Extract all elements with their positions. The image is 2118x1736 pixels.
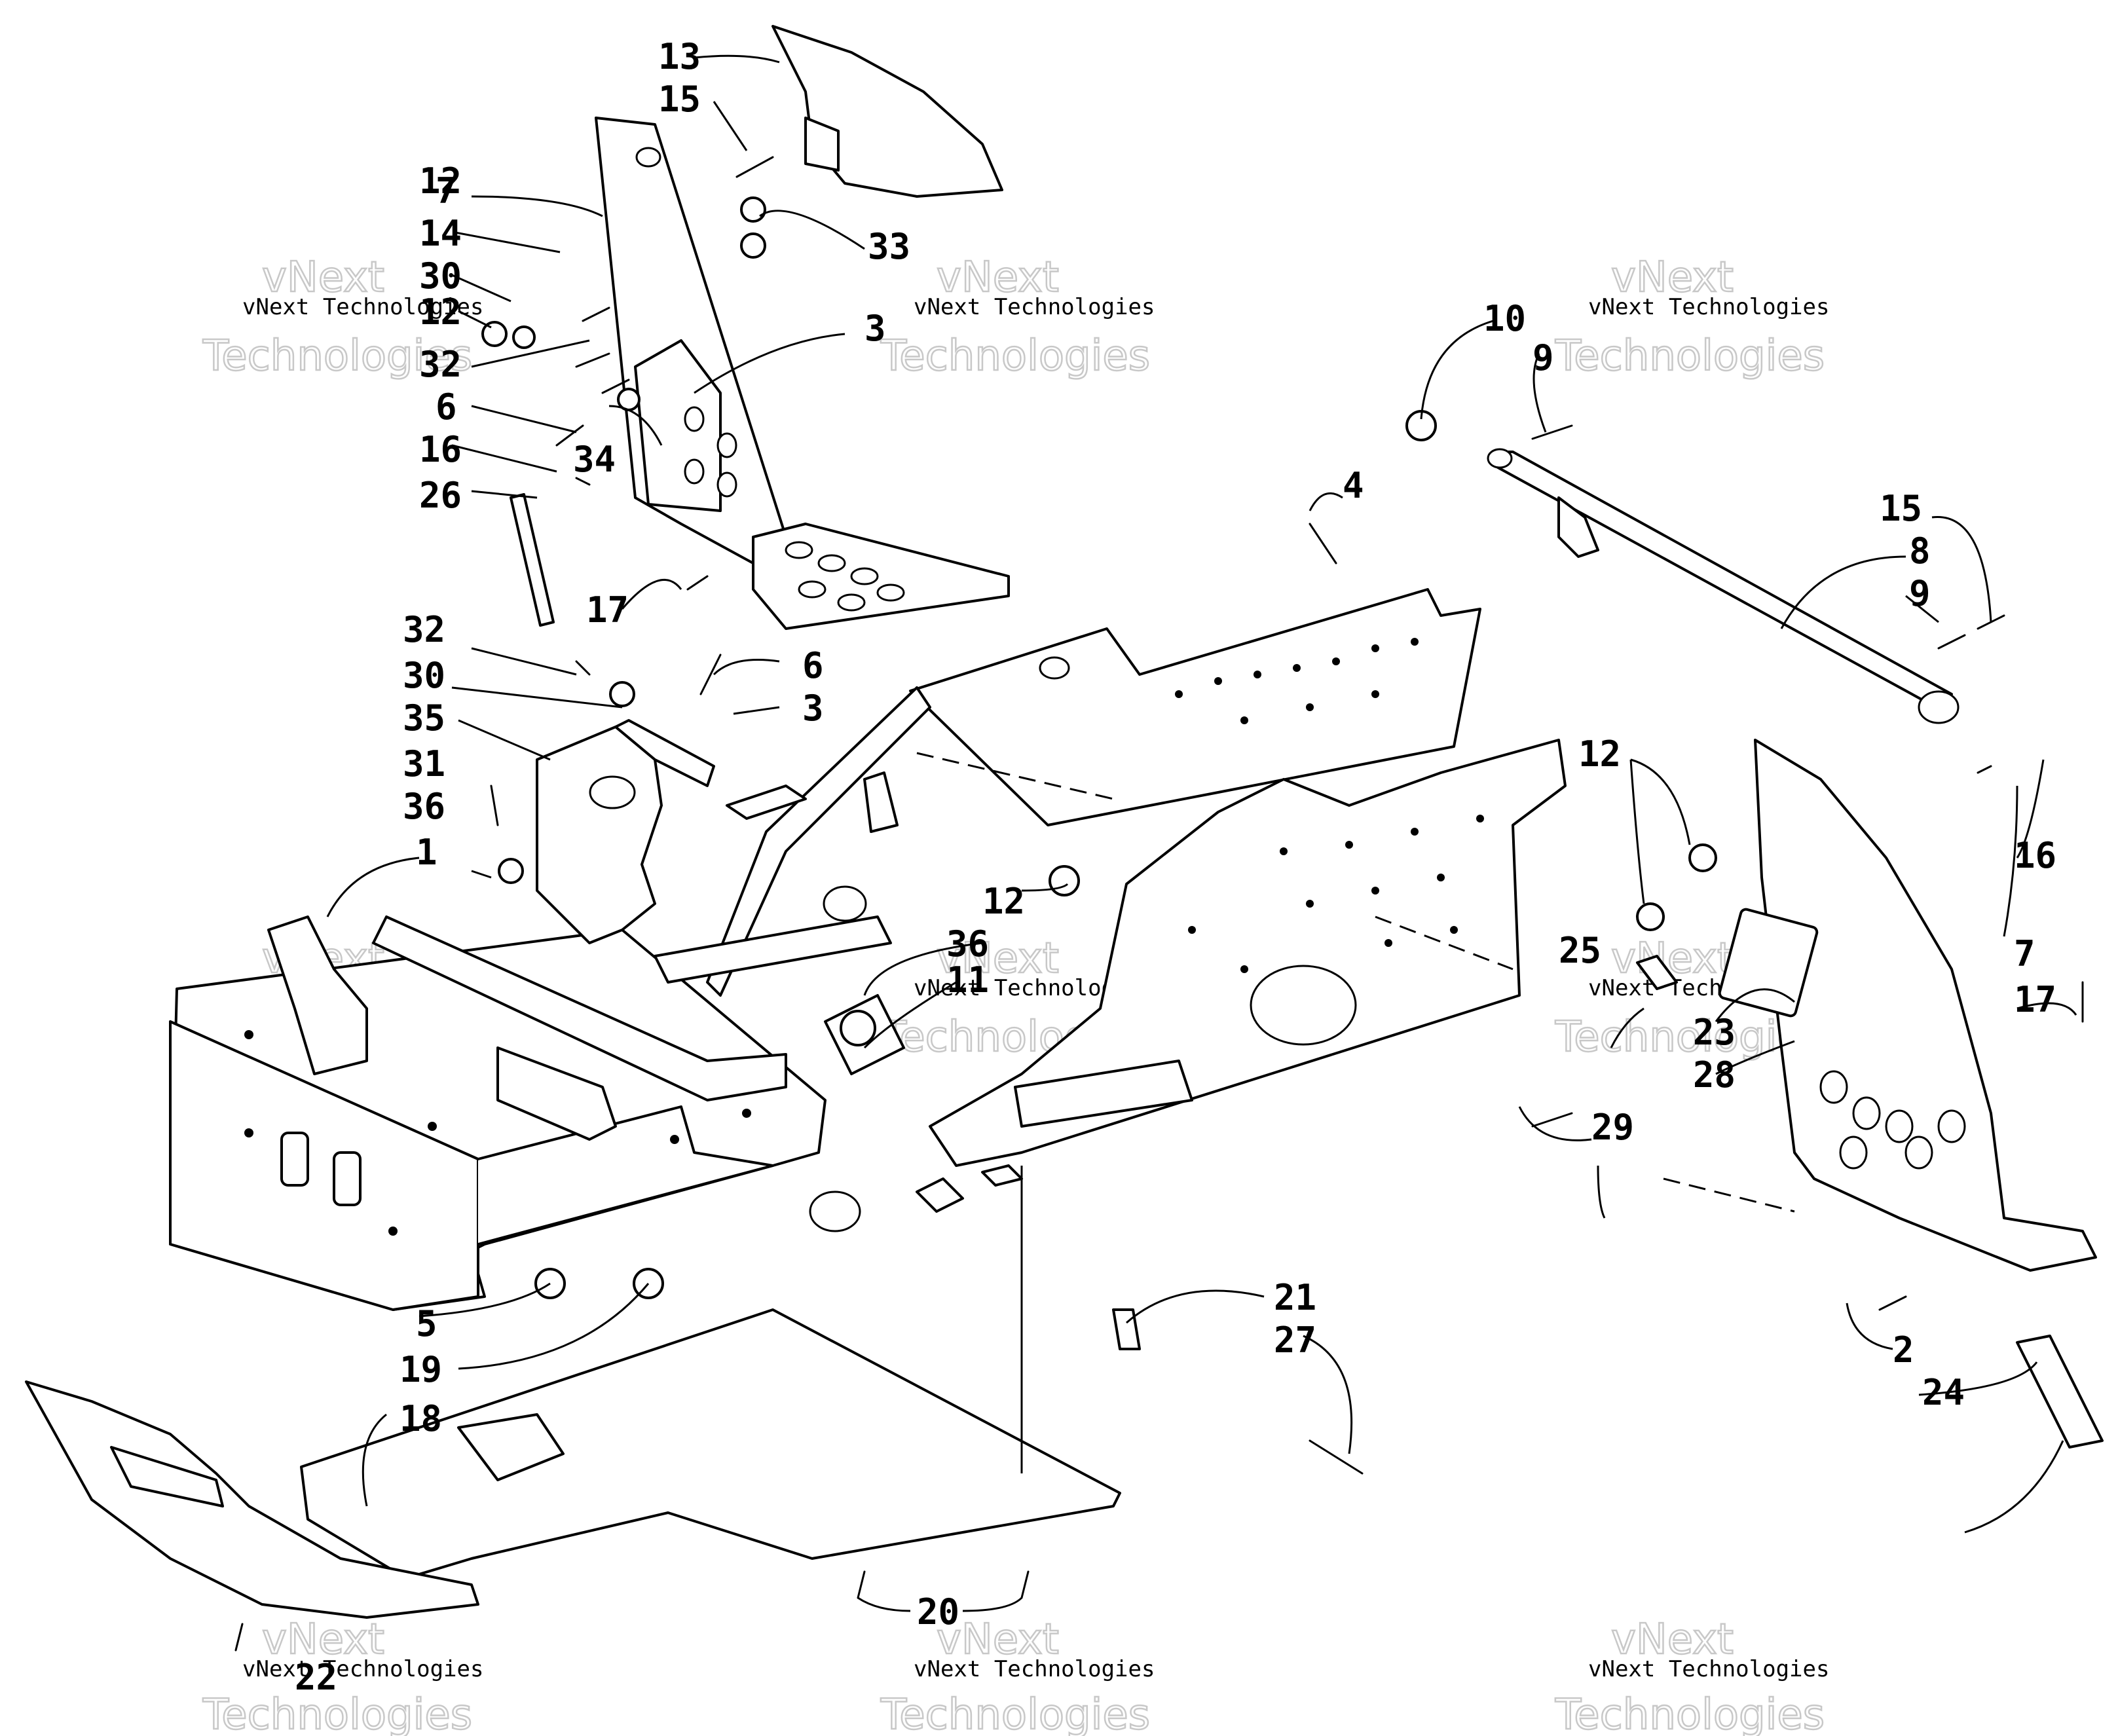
callout-35: 35 xyxy=(403,697,445,739)
callout-30-lower: 30 xyxy=(403,655,445,696)
callout-14: 14 xyxy=(419,213,462,254)
watermark: vNext vNext Technologies Technologies xyxy=(1554,253,1830,382)
watermark-line-1: vNext xyxy=(937,253,1059,302)
callout-18: 18 xyxy=(399,1398,442,1439)
callout-3-lower: 3 xyxy=(802,688,824,729)
watermark-line-3: Technologies xyxy=(202,332,472,380)
watermark-line-3: Technologies xyxy=(880,332,1150,380)
fasteners xyxy=(234,156,2084,1652)
callout-29: 29 xyxy=(1591,1107,1634,1148)
callout-21: 21 xyxy=(1274,1277,1316,1318)
belly-pan xyxy=(300,1308,1121,1579)
callout-36-center: 36 xyxy=(946,923,989,965)
callout-6: 6 xyxy=(436,386,457,428)
watermark: vNext vNext Technologies Technologies xyxy=(880,253,1155,382)
callout-12-center: 12 xyxy=(982,881,1025,922)
callout-5: 5 xyxy=(416,1303,437,1344)
callout-30: 30 xyxy=(419,255,462,297)
watermark-line-1: vNext xyxy=(1611,253,1734,302)
callout-9-right: 9 xyxy=(1909,573,1931,614)
watermark-line-1: vNext xyxy=(937,934,1059,983)
callout-32-lower: 32 xyxy=(403,609,445,650)
watermark-line-3: Technologies xyxy=(1555,332,1825,380)
callout-25: 25 xyxy=(1559,930,1601,971)
front-bulkhead xyxy=(169,915,861,1311)
small-hardware xyxy=(481,196,2104,1449)
callout-33: 33 xyxy=(868,226,910,267)
watermark-line-1: vNext xyxy=(1611,1616,1734,1664)
callout-17-right: 17 xyxy=(2014,979,2056,1020)
callout-23: 23 xyxy=(1693,1012,1736,1053)
callout-36: 36 xyxy=(403,786,445,827)
steering-post-bracket xyxy=(536,719,715,944)
callout-11: 11 xyxy=(946,959,989,1001)
callout-34: 34 xyxy=(573,439,616,480)
watermark-line-2: vNext Technologies xyxy=(1588,294,1829,320)
cross-shaft xyxy=(1487,448,1960,724)
callout-27: 27 xyxy=(1274,1320,1316,1361)
leader-lines xyxy=(326,54,2077,1612)
callout-19: 19 xyxy=(399,1349,442,1390)
callout-32: 32 xyxy=(419,344,462,385)
watermark: vNext vNext Technologies Technologies xyxy=(202,1615,484,1736)
steering-post-pin xyxy=(510,493,555,627)
callout-13: 13 xyxy=(658,36,701,77)
watermark-line-2: vNext Technologies xyxy=(914,1656,1155,1682)
watermark: vNext vNext Technologies Technologies xyxy=(1554,1615,1830,1736)
right-side-support xyxy=(1718,739,2097,1272)
watermark: vNext vNext Technologies Technologies xyxy=(880,1615,1155,1736)
front-skid-plate xyxy=(25,1380,479,1619)
callout-10: 10 xyxy=(1483,298,1526,339)
callout-12: 12 xyxy=(419,291,462,333)
callout-31: 31 xyxy=(403,743,445,785)
watermark-line-1: vNext xyxy=(262,1616,384,1664)
callout-7: 7 xyxy=(436,170,457,212)
watermark-line-2: vNext Technologies xyxy=(242,294,483,320)
watermark-line-3: Technologies xyxy=(202,1691,472,1736)
callout-16-right: 16 xyxy=(2014,835,2056,876)
callout-4: 4 xyxy=(1343,465,1364,506)
watermark-line-1: vNext xyxy=(262,253,384,302)
callout-15-right: 15 xyxy=(1880,488,1922,529)
callout-6-lower: 6 xyxy=(802,645,824,686)
watermark-line-2: vNext Technologies xyxy=(914,294,1155,320)
callout-15: 15 xyxy=(658,79,701,120)
callout-20: 20 xyxy=(917,1591,959,1633)
callout-26: 26 xyxy=(419,475,462,516)
watermark-line-1: vNext xyxy=(937,1616,1059,1664)
parts-layer xyxy=(25,25,2104,1652)
callout-8: 8 xyxy=(1909,530,1931,572)
callout-28: 28 xyxy=(1693,1054,1736,1096)
hood-support xyxy=(771,25,1003,198)
watermark-line-3: Technologies xyxy=(880,1691,1150,1736)
callout-9: 9 xyxy=(1533,337,1554,379)
callout-1: 1 xyxy=(416,832,437,873)
chassis-tunnel-plate xyxy=(909,588,1795,1213)
callout-16: 16 xyxy=(419,429,462,470)
callout-labels: 13 15 7 14 30 12 32 6 16 26 33 3 34 17 6… xyxy=(295,36,2056,1698)
watermark-line-3: Technologies xyxy=(1555,1691,1825,1736)
watermark-line-2: vNext Technologies xyxy=(1588,1656,1829,1682)
callout-24: 24 xyxy=(1922,1372,1965,1413)
watermark: vNext vNext Technologies Technologies xyxy=(202,253,484,382)
callout-12-upper: 12 xyxy=(419,160,462,202)
callout-3: 3 xyxy=(864,308,886,349)
steering-support xyxy=(595,117,1010,630)
watermark-layer: vNext vNext Technologies Technologies vN… xyxy=(202,253,1830,1736)
callout-22: 22 xyxy=(295,1657,337,1698)
callout-17: 17 xyxy=(586,589,629,631)
watermark-line-2: vNext Technologies xyxy=(242,1656,483,1682)
callout-2: 2 xyxy=(1893,1329,1914,1371)
callout-12-right: 12 xyxy=(1578,733,1621,775)
callout-7-right: 7 xyxy=(2014,933,2035,974)
